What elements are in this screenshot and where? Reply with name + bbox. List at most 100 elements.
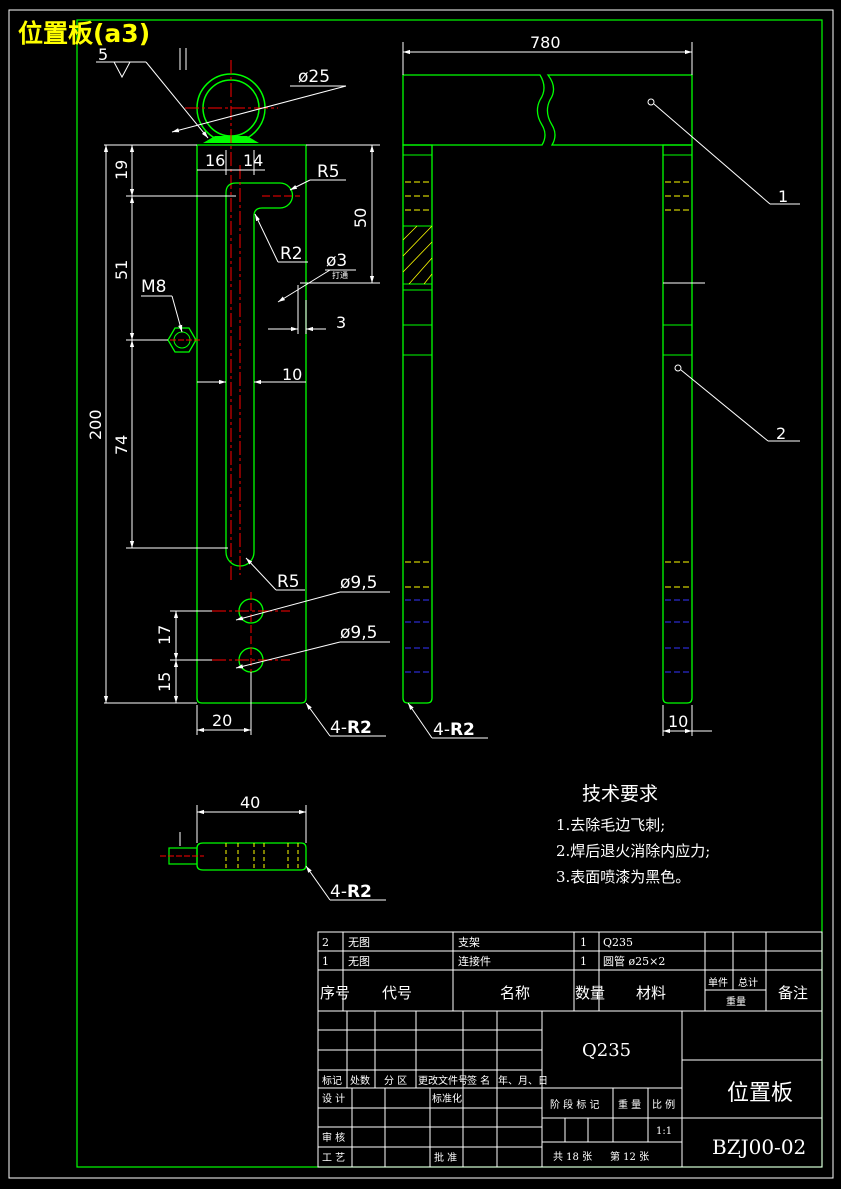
- balloon-1-leader: [653, 103, 771, 205]
- plate-outline: [196, 144, 307, 704]
- dim-4r2-side-leader: [407, 702, 433, 739]
- bom-header-qty: 数量: [575, 984, 605, 1002]
- bom-row1-code: 无图: [348, 955, 370, 968]
- tb-label-weight: 重 量: [618, 1098, 641, 1111]
- bom-row2-material: Q235: [603, 936, 633, 949]
- bom-row1-name: 连接件: [458, 955, 491, 968]
- tb-label-design: 设 计: [322, 1092, 345, 1105]
- dim-m8: M8: [141, 277, 166, 297]
- dim-4r2-side-value: R2: [450, 720, 475, 740]
- hatch-1: [402, 225, 418, 241]
- balloon-1: 1: [778, 187, 788, 206]
- dim-d3-leader: [277, 269, 331, 303]
- bom-row1-no: 1: [322, 955, 329, 968]
- bom-header-no: 序号: [320, 984, 350, 1002]
- bom-header-remark: 备注: [778, 984, 808, 1002]
- dim-4r2-side: 4-R2: [433, 720, 475, 740]
- side-right-leg: [662, 144, 693, 704]
- tb-sheets: 共 18 张: [553, 1151, 592, 1163]
- bom-row1-qty: 1: [580, 955, 587, 968]
- tb-label-date: 年、月、日: [498, 1074, 548, 1087]
- bom-header-name: 名称: [500, 984, 530, 1002]
- tb-label-mark: 标记: [322, 1075, 342, 1087]
- dim-5: 5: [98, 45, 108, 64]
- top-plate: [196, 842, 307, 871]
- hatch-2: [402, 225, 433, 257]
- slot-outline: [225, 182, 294, 567]
- dim-14: 14: [243, 151, 263, 170]
- side-right-hidden-blue: [665, 599, 690, 673]
- dim-10-side: 10: [668, 712, 688, 731]
- tb-label-stage: 阶 段 标 记: [550, 1098, 600, 1111]
- dim-200: 200: [86, 409, 105, 440]
- dim-r2-leader: [254, 213, 279, 263]
- dim-19: 19: [112, 160, 131, 180]
- bom-header-code: 代号: [382, 984, 412, 1002]
- dim-15: 15: [155, 672, 174, 692]
- balloon-2: 2: [776, 424, 786, 443]
- bom-header-total: 总计: [738, 976, 758, 989]
- hatch-5: [423, 273, 433, 285]
- bom: 2 无图 支架 1 Q235 1 无图 连接件 1 圆管 ø25×2 序号 代号…: [320, 936, 808, 1008]
- dim-17: 17: [155, 625, 174, 645]
- tb-label-sign: 签 名: [467, 1074, 490, 1087]
- side-right-hidden: [665, 181, 690, 588]
- dim-3: 3: [336, 313, 346, 332]
- title-block-grid: [317, 931, 823, 1168]
- tb-label-scale: 比 例: [652, 1098, 675, 1111]
- dim-d95a: ø9,5: [340, 573, 377, 593]
- dim-r2: R2: [280, 244, 303, 264]
- dim-4r2-front-value: R2: [347, 718, 372, 738]
- tb-drawing-no: BZJ00-02: [712, 1135, 806, 1159]
- inner-frame: [76, 19, 823, 1168]
- side-left-leg: [402, 144, 433, 704]
- bom-row1-material: 圆管 ø25×2: [603, 954, 665, 968]
- top-view: 40 4-R2: [160, 793, 386, 902]
- hatch-3: [402, 241, 433, 273]
- balloon-2-dot: [674, 364, 682, 372]
- tb-label-change: 更改文件号: [418, 1074, 468, 1087]
- tb-label-zone: 分 区: [384, 1075, 407, 1087]
- bom-header-unit: 单件: [708, 977, 728, 989]
- balloon-2-leader: [680, 369, 769, 442]
- tb-part-name: 位置板: [727, 1081, 793, 1106]
- dim-4r2-top-leader: [305, 865, 331, 901]
- dim-d95a-leader: [235, 591, 341, 621]
- bom-row2-no: 2: [322, 936, 329, 949]
- balloon-1-dot: [647, 98, 655, 106]
- sheet-title: 位置板(a3): [18, 19, 150, 48]
- tech-requirements: 技术要求 1.去除毛边飞刺; 2.焊后退火消除内应力; 3.表面喷漆为黑色。: [556, 783, 710, 886]
- dim-4r2-front-leader: [305, 702, 331, 737]
- tech-item-1: 1.去除毛边飞刺;: [556, 816, 665, 834]
- dim-4r2-front: 4-R2: [330, 718, 372, 738]
- dim-51: 51: [112, 260, 131, 280]
- dim-r5-top: R5: [317, 162, 340, 182]
- dim-m8-leader: [171, 295, 183, 333]
- side-view: 780 1 2 4-R2 10: [402, 33, 800, 740]
- dim-d95b-leader: [235, 641, 341, 669]
- dim-780: 780: [530, 33, 561, 52]
- dim-r5-bot: R5: [277, 572, 300, 592]
- bom-row2-qty: 1: [580, 936, 587, 949]
- dim-50: 50: [351, 208, 370, 228]
- dim-4r2-top-value: R2: [347, 882, 372, 902]
- bom-row2-name: 支架: [458, 936, 480, 949]
- bom-header-material: 材料: [636, 984, 666, 1002]
- hatch-4: [408, 257, 433, 285]
- bom-header-weight: 重量: [726, 995, 746, 1008]
- tech-title: 技术要求: [582, 783, 658, 805]
- dim-74: 74: [112, 435, 131, 455]
- tech-item-3: 3.表面喷漆为黑色。: [556, 868, 690, 886]
- tech-item-2: 2.焊后退火消除内应力;: [556, 842, 710, 860]
- tb-scale: 1:1: [656, 1126, 672, 1137]
- tb-label-process: 工 艺: [322, 1152, 345, 1164]
- dim-d25-line: [171, 85, 347, 133]
- outer-frame: [8, 9, 834, 1179]
- side-section: [402, 225, 433, 285]
- dim-d25: ø25: [298, 67, 330, 87]
- dim-4r2-front-prefix: 4-: [330, 718, 347, 738]
- tb-label-count: 处数: [350, 1074, 370, 1087]
- dim-4r2-top-prefix: 4-: [330, 882, 347, 902]
- title-block: Q235 位置板 BZJ00-02 标记 处数 分 区 更改文件号 签 名 年、…: [322, 1040, 806, 1164]
